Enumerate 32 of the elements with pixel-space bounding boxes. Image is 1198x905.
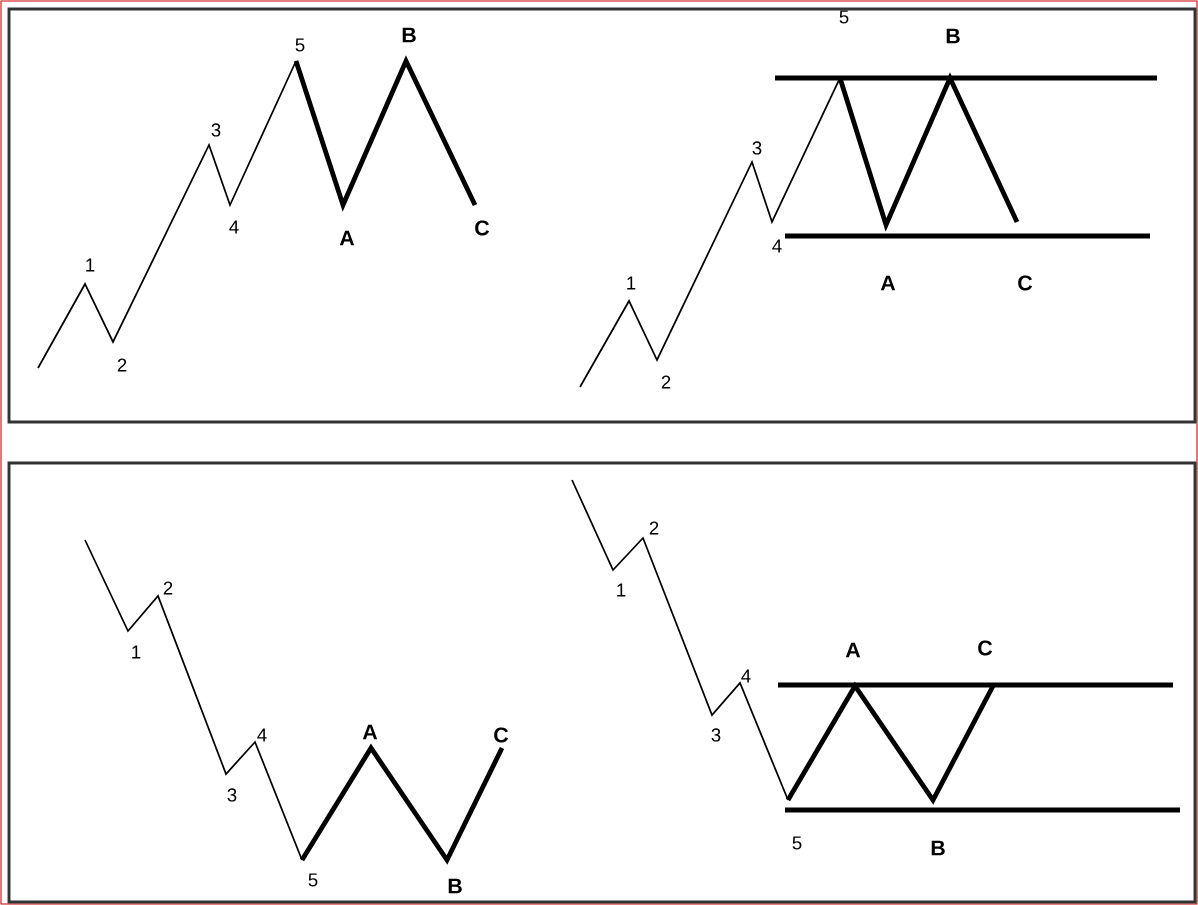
wave-label: A (845, 642, 861, 658)
wave-label: 3 (211, 123, 221, 137)
wave-label: A (339, 230, 355, 246)
wave-label: 3 (711, 728, 721, 742)
wave-label: C (1018, 275, 1033, 291)
wave-label: 1 (86, 258, 95, 272)
wave-label: C (494, 727, 509, 743)
wave-label: B (931, 840, 945, 856)
wave-label: 1 (627, 276, 636, 290)
wave-label: 2 (117, 358, 127, 372)
wave-label: B (402, 27, 416, 43)
wave-label: 2 (649, 521, 659, 535)
wave-label: 2 (661, 375, 671, 389)
wave-label: 2 (163, 581, 173, 595)
wave-label: C (978, 640, 993, 656)
wave-label: 5 (308, 873, 318, 887)
wave-label: 5 (295, 38, 305, 52)
wave-label: 4 (229, 220, 239, 234)
wave-label: A (362, 724, 378, 740)
wave-label: 3 (752, 141, 762, 155)
wave-label: 4 (772, 239, 782, 253)
wave-label: B (448, 878, 462, 894)
wave-label: B (946, 28, 960, 44)
wave-label: 4 (257, 728, 267, 742)
wave-label: 5 (792, 836, 802, 850)
wave-label: C (475, 220, 490, 236)
wave-label: 1 (132, 645, 141, 659)
wave-label: 4 (741, 669, 751, 683)
wave-label: 3 (227, 788, 237, 802)
wave-label: 5 (839, 10, 849, 24)
wave-label: A (880, 275, 896, 291)
wave-label: 1 (617, 583, 626, 597)
